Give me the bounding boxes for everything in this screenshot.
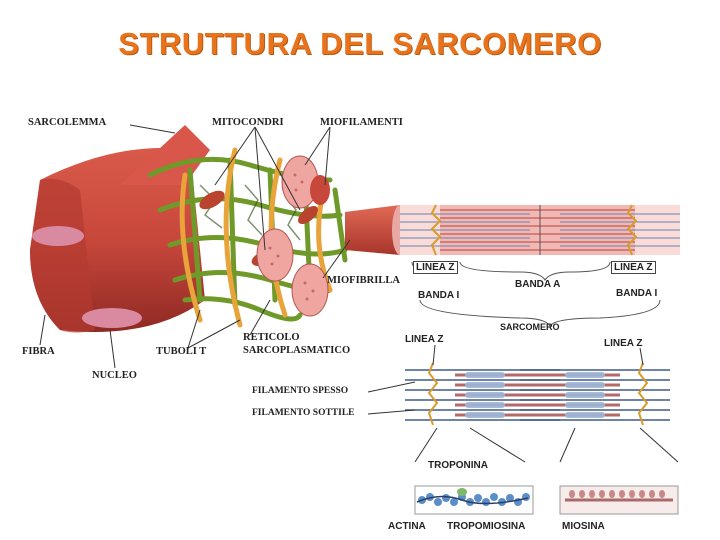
label-filamento-spesso: FILAMENTO SPESSO: [252, 386, 349, 396]
fiber-cross-section-1: [32, 226, 84, 246]
muscle-fiber: [30, 125, 210, 333]
label-troponina: TROPONINA: [428, 460, 488, 471]
label-nucleo: NUCLEO: [92, 370, 137, 381]
label-miosina: MIOSINA: [562, 521, 605, 532]
label-actina: ACTINA: [388, 521, 426, 532]
sarcomere-detail: [405, 362, 670, 426]
sarcomere-band-strip: [400, 204, 680, 256]
label-linea-z-left: LINEA Z: [413, 261, 458, 274]
z-line-detail-left: [427, 362, 439, 426]
myofilament-bundles: [256, 155, 330, 317]
label-tropomiosina: TROPOMIOSINA: [447, 521, 526, 532]
z-line-left: [430, 204, 442, 256]
label-reticolo-2: SARCOPLASMATICO: [243, 345, 351, 356]
label-banda-a: BANDA A: [515, 279, 561, 290]
actin-zoom: [414, 485, 534, 515]
label-linea-z-right: LINEA Z: [611, 261, 656, 274]
page-title: STRUTTURA DEL SARCOMERO: [118, 26, 602, 61]
label-miofilamenti: MIOFILAMENTI: [320, 117, 403, 128]
label-reticolo-1: RETICOLO: [243, 332, 300, 343]
nucleus-shape: [82, 308, 142, 328]
myosin-zoom: [559, 485, 679, 515]
label-filamento-sottile: FILAMENTO SOTTILE: [252, 408, 355, 418]
label-banda-i-left: BANDA I: [418, 290, 460, 301]
label-linea-z-bottom-left: LINEA Z: [405, 334, 444, 345]
label-banda-i-right: BANDA I: [616, 288, 658, 299]
z-line-detail-right: [637, 362, 649, 426]
troponin-shape: [457, 488, 467, 496]
myofilament-dots: [268, 173, 315, 301]
z-line-right: [626, 204, 638, 256]
label-miofibrilla: MIOFIBRILLA: [327, 275, 400, 286]
label-sarcolemma: SARCOLEMMA: [28, 117, 107, 128]
leader-lines: [39, 124, 679, 463]
label-fibra: FIBRA: [22, 346, 55, 357]
label-linea-z-bottom-right: LINEA Z: [604, 338, 643, 349]
label-mitocondri: MITOCONDRI: [212, 117, 284, 128]
myofibril: [345, 205, 408, 255]
label-tubuli-t: TUBOLI T: [156, 346, 207, 357]
label-sarcomero: SARCOMERO: [500, 322, 560, 332]
